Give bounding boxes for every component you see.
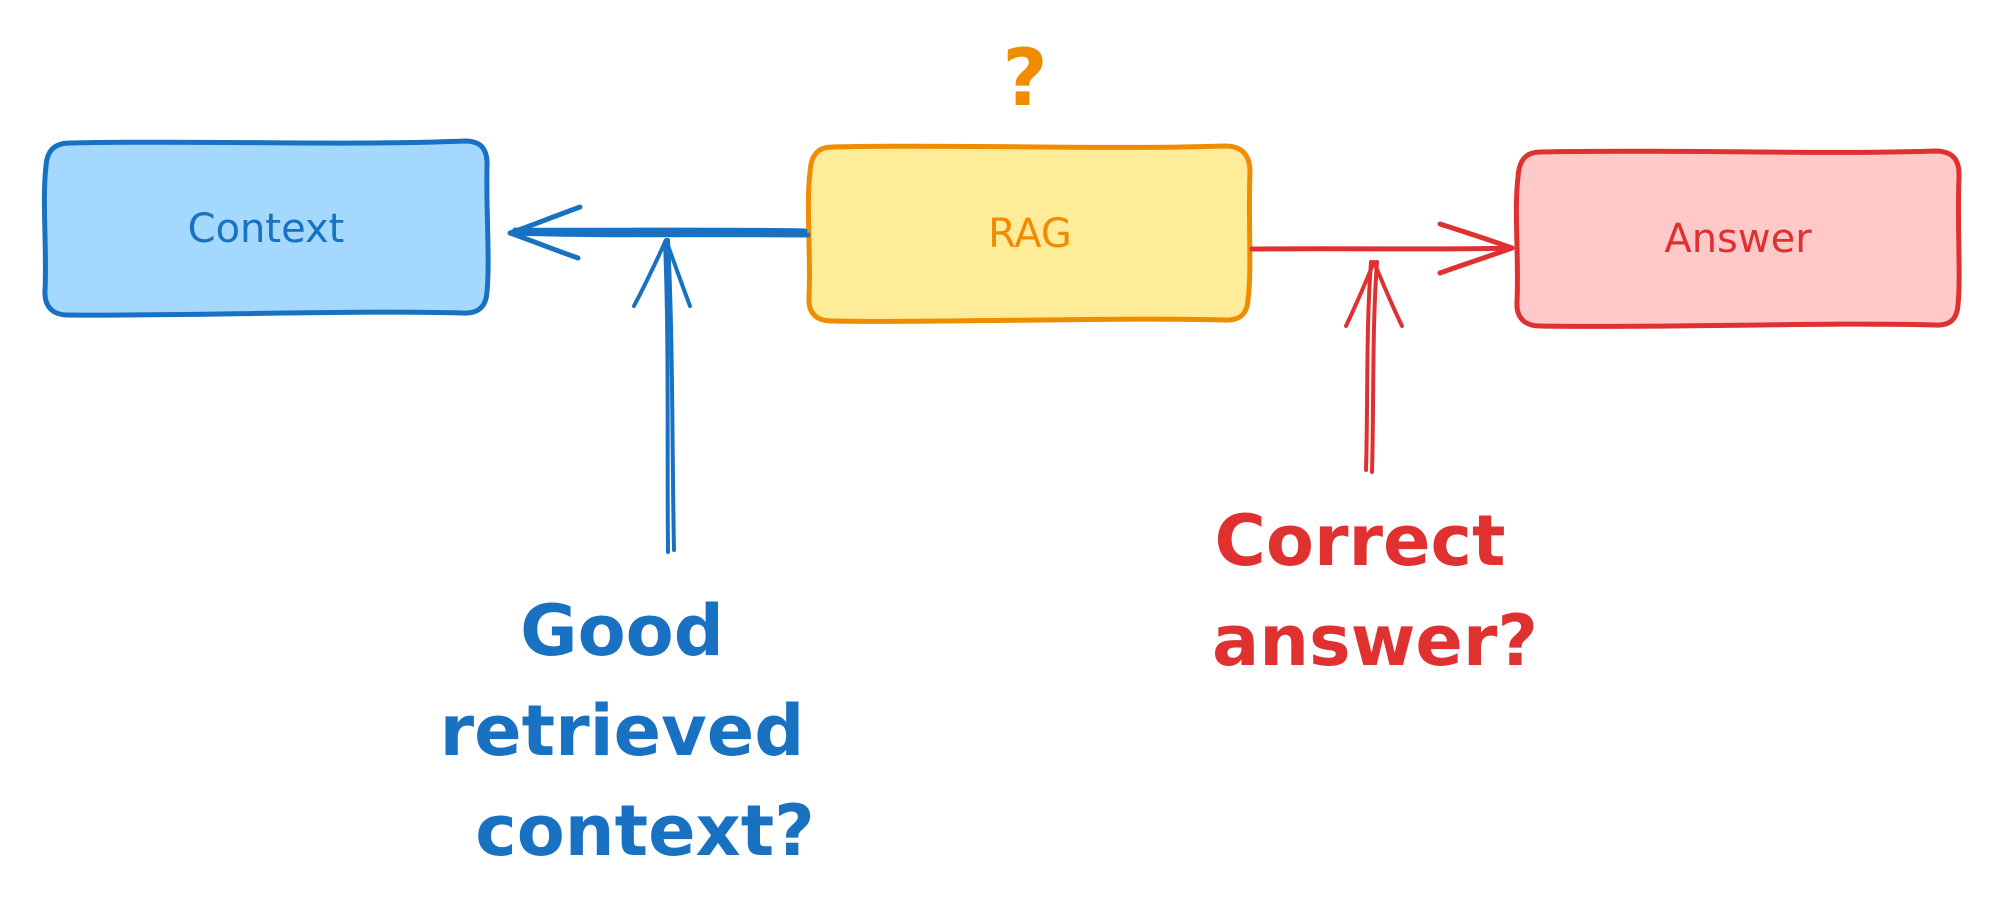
retrieval-pointer-arrow (632, 238, 692, 554)
rag-node: RAG ? (805, 34, 1253, 324)
rag-label: RAG (988, 211, 1072, 257)
rag-to-answer-arrow (1249, 221, 1515, 276)
context-label: Context (188, 206, 345, 252)
generation-annotation: Correct answer? (1212, 500, 1538, 682)
generation-annotation-line-2: answer? (1212, 600, 1538, 682)
retrieval-annotation-line-1: Good (520, 590, 724, 672)
generation-annotation-line-1: Correct (1215, 500, 1506, 582)
answer-label: Answer (1664, 216, 1812, 262)
rag-question-mark: ? (1002, 34, 1047, 124)
rag-box (805, 143, 1253, 324)
retrieval-annotation-line-2: retrieved (440, 690, 805, 772)
answer-box (1513, 148, 1962, 329)
context-box (41, 138, 491, 318)
retrieval-annotation: Good retrieved context? (440, 590, 815, 872)
rag-to-context-arrow (507, 204, 811, 261)
generation-pointer-arrow (1344, 260, 1404, 474)
answer-node: Answer (1513, 148, 1962, 329)
context-node: Context (41, 138, 491, 318)
retrieval-annotation-line-3: context? (475, 790, 815, 872)
